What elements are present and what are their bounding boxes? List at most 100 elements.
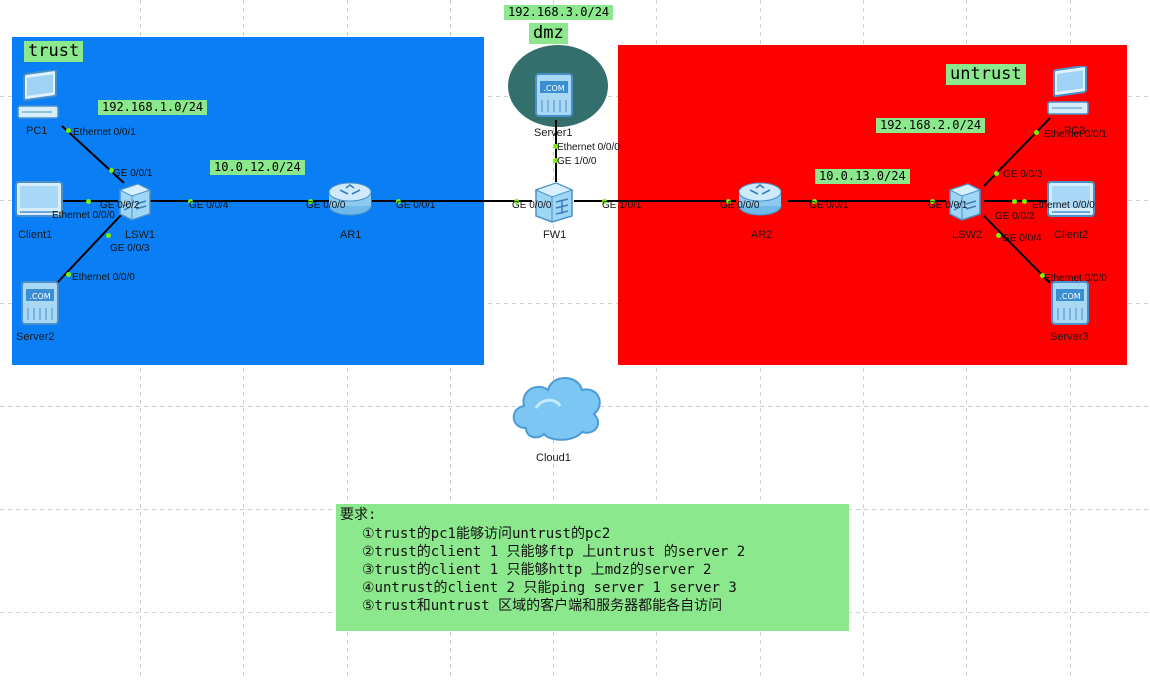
ar1-node[interactable] [326, 178, 374, 218]
port-dot [602, 199, 607, 204]
server1-node[interactable]: .COM [532, 72, 576, 120]
requirement-item: ⑤trust和untrust 区域的客户端和服务器都能各自访问 [362, 598, 723, 614]
port-dot [109, 168, 114, 173]
requirements-title: 要求: [340, 507, 377, 523]
port-dot [308, 199, 313, 204]
cloud-icon [512, 377, 601, 441]
requirement-item: ③trust的client 1 只能够http 上mdz的server 2 [362, 562, 712, 578]
port-label: GE 0/0/0 [306, 200, 346, 211]
port-dot [996, 233, 1001, 238]
subnet-label: 192.168.1.0/24 [98, 100, 208, 115]
port-label: GE 0/0/1 [396, 200, 436, 211]
port-label: GE 0/0/0 [720, 200, 760, 211]
port-label: GE 0/0/3 [1003, 169, 1043, 180]
port-label: Ethernet 0/0/0 [1044, 273, 1107, 284]
port-label: GE 0/0/1 [809, 200, 849, 211]
server3-label: Server3 [1050, 331, 1089, 343]
pc1-label: PC1 [26, 125, 48, 137]
client1-node[interactable] [12, 178, 68, 222]
lsw2-node[interactable] [946, 180, 984, 222]
port-dot [66, 272, 71, 277]
fw1-node[interactable] [532, 180, 576, 224]
server-icon: .COM [1051, 281, 1089, 325]
switch-icon [948, 183, 982, 221]
ar2-label: AR2 [751, 229, 773, 241]
lsw1-label: LSW1 [125, 229, 155, 241]
port-dot [86, 199, 91, 204]
port-dot [726, 199, 731, 204]
port-label: Ethernet 0/0/1 [73, 127, 136, 138]
ar2-node[interactable] [736, 178, 784, 218]
requirement-item: ①trust的pc1能够访问untrust的pc2 [362, 526, 611, 542]
port-dot [1012, 199, 1017, 204]
port-label: GE 0/0/3 [110, 243, 150, 254]
port-dot [994, 171, 999, 176]
port-dot [553, 144, 558, 149]
pc-icon [1047, 65, 1089, 115]
port-dot [188, 199, 193, 204]
lsw2-label: LSW2 [952, 229, 982, 241]
port-dot [930, 199, 935, 204]
port-dot [66, 128, 71, 133]
port-label: Ethernet 0/0/0 [52, 210, 115, 221]
port-dot [396, 199, 401, 204]
requirement-item: ④untrust的client 2 只能ping server 1 server… [362, 580, 737, 596]
client1-label: Client1 [18, 229, 53, 241]
port-label: GE 0/0/1 [113, 168, 153, 179]
pc-icon [17, 69, 59, 119]
subnet-label: 10.0.12.0/24 [210, 160, 305, 175]
port-dot [514, 199, 519, 204]
requirement-item: ②trust的client 1 只能够ftp 上untrust 的server … [362, 544, 746, 560]
port-dot [812, 199, 817, 204]
server2-node[interactable]: .COM [18, 280, 62, 328]
subnet-label: 192.168.2.0/24 [876, 118, 986, 133]
port-dot [1040, 273, 1045, 278]
server3-node[interactable]: .COM [1048, 280, 1092, 328]
svg-text:.COM: .COM [543, 84, 564, 93]
cloud1-node[interactable] [508, 368, 606, 444]
port-dot [1034, 130, 1039, 135]
port-label: Ethernet 0/0/0 [72, 272, 135, 283]
server-icon: .COM [21, 281, 59, 325]
port-dot [1022, 199, 1027, 204]
svg-text:.COM: .COM [29, 292, 50, 301]
server1-label: Server1 [534, 127, 573, 139]
firewall-icon [534, 182, 574, 223]
pc1-node[interactable] [12, 69, 70, 124]
subnet-label: 192.168.3.0/24 [504, 5, 614, 20]
dmz-zone-label: dmz [529, 23, 568, 45]
lsw1-node[interactable] [116, 180, 154, 222]
server-icon: .COM [535, 73, 573, 117]
trust-zone-label: trust [24, 41, 84, 63]
pc3-label: PC3 [1064, 125, 1086, 137]
port-label: GE 0/0/2 [995, 211, 1035, 222]
ar1-label: AR1 [340, 229, 362, 241]
fw1-label: FW1 [543, 229, 567, 241]
port-label: Ethernet 0/0/0 [1032, 200, 1095, 211]
port-label: GE 1/0/1 [602, 200, 642, 211]
router-icon [738, 182, 782, 216]
client-icon [1047, 181, 1095, 217]
link-pc1-lsw1 [61, 125, 125, 184]
server2-label: Server2 [16, 331, 55, 343]
port-label: Ethernet 0/0/1 [1044, 129, 1107, 140]
untrust-zone-label: untrust [946, 64, 1026, 86]
client2-label: Client2 [1054, 229, 1089, 241]
port-label: Ethernet 0/0/0 [557, 142, 620, 153]
client2-node[interactable] [1044, 178, 1100, 222]
switch-icon [118, 183, 152, 221]
requirements-note: 要求: ①trust的pc1能够访问untrust的pc2 ②trust的cli… [336, 504, 849, 631]
port-label: GE 0/0/4 [189, 200, 229, 211]
port-label: GE 0/0/4 [1002, 233, 1042, 244]
port-label: GE 0/0/2 [100, 200, 140, 211]
port-label: GE 0/0/1 [928, 200, 968, 211]
port-dot [553, 158, 558, 163]
untrust-zone [618, 45, 1127, 365]
subnet-label: 10.0.13.0/24 [815, 169, 910, 184]
pc3-node[interactable] [1042, 65, 1098, 120]
link-lsw2-server3 [983, 215, 1051, 284]
router-icon [328, 182, 372, 216]
svg-text:.COM: .COM [1059, 292, 1080, 301]
cloud1-label: Cloud1 [536, 452, 571, 464]
port-label: GE 0/0/0 [512, 200, 552, 211]
